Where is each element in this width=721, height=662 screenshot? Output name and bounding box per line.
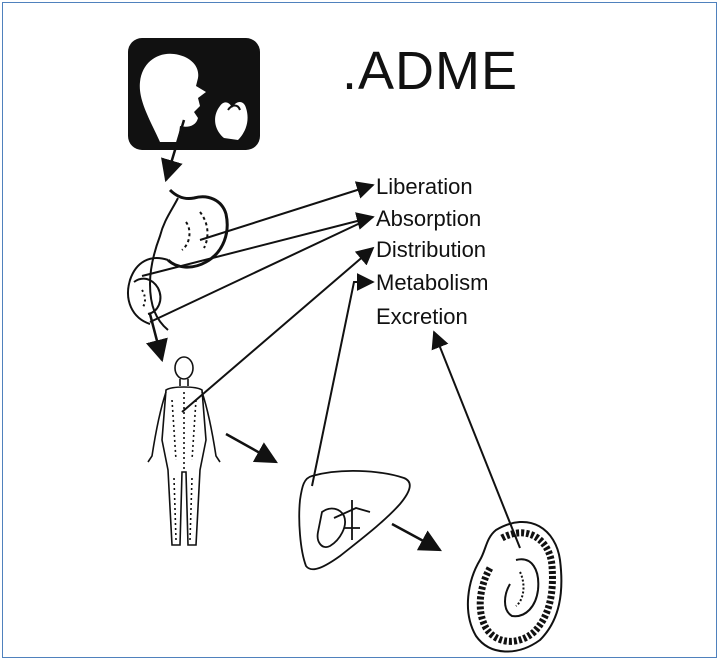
arrow-body-to-liver: [226, 434, 276, 462]
arrow-to-absorption: [142, 217, 373, 276]
kidney-icon: [468, 522, 561, 652]
stage-absorption: Absorption: [376, 208, 481, 230]
mouth-ingestion-icon: [128, 38, 260, 150]
human-body-icon: [148, 357, 220, 545]
arrow-liver-to-kidney: [392, 524, 440, 550]
stage-metabolism: Metabolism: [376, 272, 488, 294]
arrow-to-metabolism: [312, 282, 373, 486]
arrow-to-excretion: [434, 332, 520, 548]
diagram-title: .ADME: [342, 44, 518, 98]
stage-distribution: Distribution: [376, 239, 486, 261]
stage-liberation: Liberation: [376, 176, 473, 198]
arrow-to-absorption-2: [150, 217, 373, 322]
liver-icon: [299, 471, 410, 569]
stage-excretion: Excretion: [376, 306, 468, 328]
